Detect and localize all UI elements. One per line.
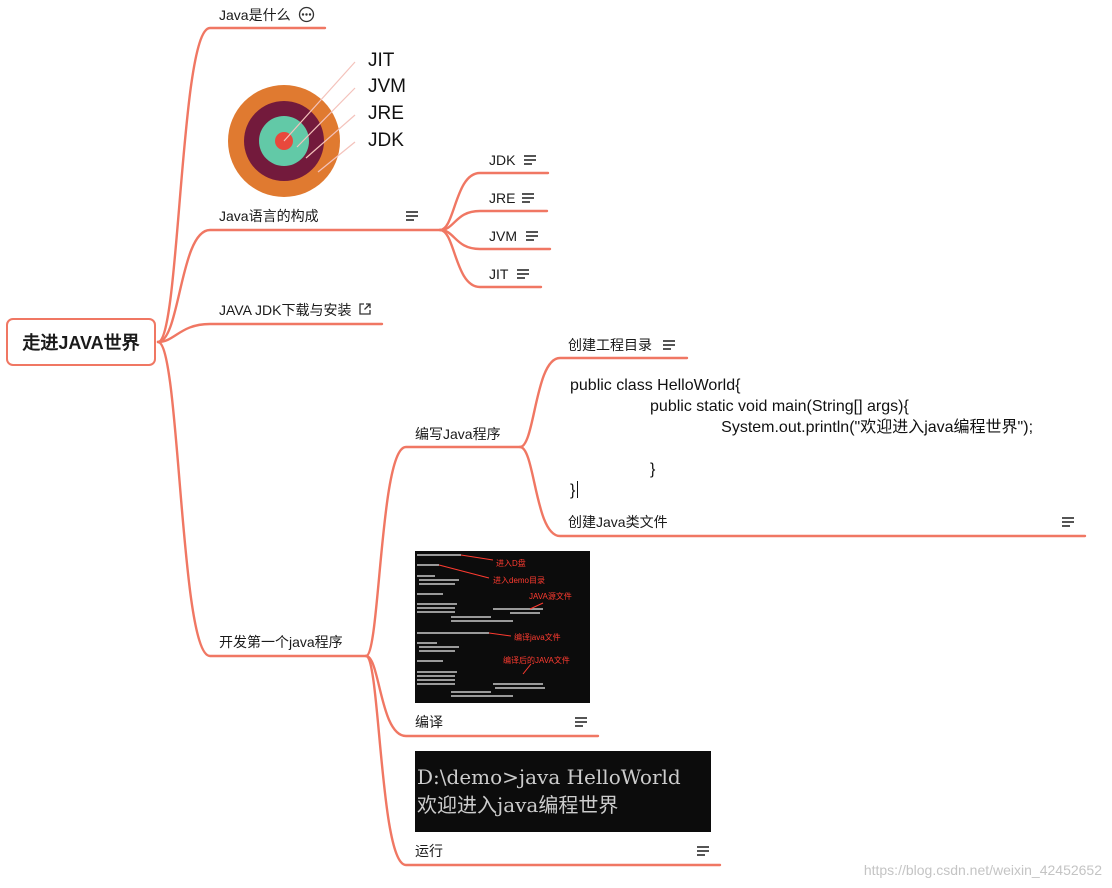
connector-what-is-java	[156, 26, 327, 344]
compile-screenshot: 进入D盘 进入demo目录 JAVA源文件 编译java文件 编译后的JAVA文…	[415, 551, 590, 703]
onion-label-jvm: JVM	[368, 76, 406, 97]
compile-console-lines	[417, 554, 545, 697]
branch-jdk-download[interactable]: JAVA JDK下载与安装	[219, 302, 352, 318]
connector-run	[364, 654, 722, 867]
note-icon[interactable]	[406, 210, 420, 222]
more-options-icon[interactable]	[298, 6, 315, 23]
connector-composition	[156, 228, 442, 344]
annotation: 进入D盘	[496, 559, 526, 568]
branch-first-program[interactable]: 开发第一个java程序	[219, 634, 343, 650]
connector-jit	[438, 228, 543, 289]
console-output: 欢迎进入java编程世界	[417, 793, 619, 817]
topic-jre[interactable]: JRE	[489, 190, 516, 206]
onion-pointer-jdk	[317, 141, 356, 173]
note-icon[interactable]	[697, 845, 711, 857]
topic-run[interactable]: 运行	[415, 843, 443, 859]
code-line-last: }	[570, 480, 1033, 501]
note-icon[interactable]	[663, 339, 677, 351]
connector-create-file	[518, 445, 1087, 538]
connector-first-program	[156, 340, 368, 658]
branch-composition[interactable]: Java语言的构成	[219, 208, 319, 224]
topic-create-file[interactable]: 创建Java类文件	[568, 514, 668, 530]
connector-jre	[438, 209, 549, 232]
code-line	[570, 438, 1033, 459]
onion-pointer-jit	[283, 61, 356, 142]
watermark: https://blog.csdn.net/weixin_42452652	[863, 862, 1102, 878]
note-icon[interactable]	[517, 268, 531, 280]
annotation: 编译java文件	[514, 633, 561, 642]
console-command: D:\demo>java HelloWorld	[417, 765, 681, 789]
root-label: 走进JAVA世界	[22, 333, 140, 353]
connector-compile	[364, 654, 600, 738]
topic-jdk[interactable]: JDK	[489, 152, 516, 168]
note-icon[interactable]	[522, 192, 536, 204]
onion-label-jdk: JDK	[368, 130, 404, 151]
onion-label-jre: JRE	[368, 103, 404, 124]
onion-pointer-jvm	[296, 87, 356, 148]
topic-compile[interactable]: 编译	[415, 714, 443, 730]
text-cursor	[577, 481, 579, 498]
topic-jit[interactable]: JIT	[489, 266, 509, 282]
topic-create-dir[interactable]: 创建工程目录	[568, 337, 652, 353]
branch-what-is-java[interactable]: Java是什么	[219, 7, 291, 23]
code-line: }	[570, 482, 576, 499]
note-icon[interactable]	[575, 716, 589, 728]
note-icon[interactable]	[1062, 516, 1076, 528]
root-node[interactable]: 走进JAVA世界	[6, 318, 156, 366]
code-line: System.out.println("欢迎进入java编程世界");	[570, 419, 1034, 436]
onion-label-jit: JIT	[368, 50, 395, 71]
annotation: 编译后的JAVA文件	[503, 656, 570, 665]
run-screenshot: D:\demo>java HelloWorld 欢迎进入java编程世界	[415, 751, 711, 832]
topic-jvm[interactable]: JVM	[489, 228, 517, 244]
connector-jdk	[438, 171, 550, 232]
note-icon[interactable]	[526, 230, 540, 242]
code-block: public class HelloWorld{ public static v…	[570, 375, 1033, 501]
code-line: public static void main(String[] args){	[570, 398, 909, 415]
code-line: public class HelloWorld{	[570, 377, 741, 394]
code-line: }	[570, 461, 656, 478]
annotation: JAVA源文件	[529, 592, 572, 601]
onion-diagram	[228, 61, 356, 197]
annotation: 进入demo目录	[493, 576, 546, 585]
connector-write	[364, 445, 522, 658]
topic-write-program[interactable]: 编写Java程序	[415, 426, 501, 442]
note-icon[interactable]	[524, 154, 538, 166]
connector-jdk-download	[156, 322, 384, 344]
external-link-icon[interactable]	[358, 302, 372, 316]
connector-create-dir	[518, 356, 689, 449]
onion-pointer-jre	[305, 114, 356, 159]
